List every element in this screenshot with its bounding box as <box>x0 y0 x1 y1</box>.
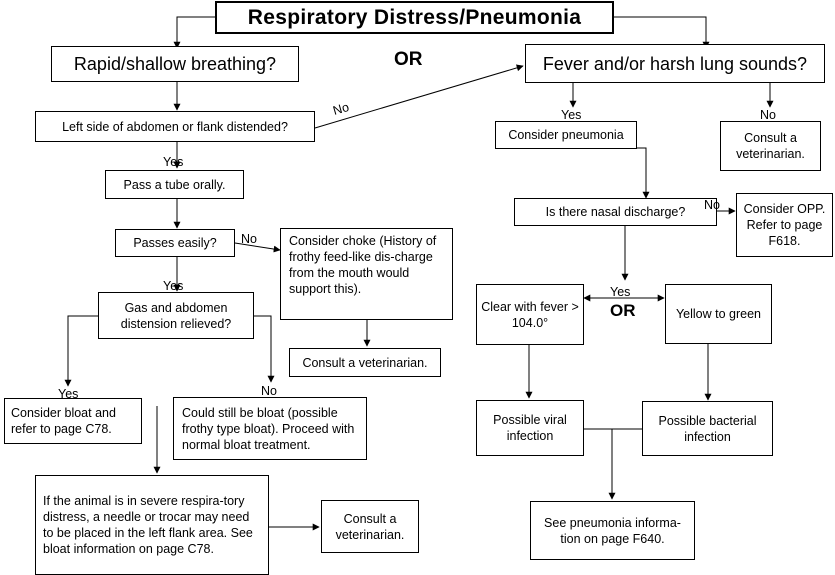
possible-bacterial-infection-box: Possible bacterial infection <box>642 401 773 456</box>
yellow-green-discharge-box: Yellow to green <box>665 284 772 344</box>
clear-discharge-box: Clear with fever > 104.0° <box>476 284 584 345</box>
abdomen-distended-question-box: Left side of abdomen or flank distended? <box>35 111 315 142</box>
no-label-relieved: No <box>261 384 277 398</box>
pneumonia-info-box: See pneumonia informa-tion on page F640. <box>530 501 695 560</box>
possible-viral-infection-box: Possible viral infection <box>476 400 584 456</box>
consult-veterinarian-box-choke: Consult a veterinarian. <box>289 348 441 377</box>
no-label-passes: No <box>241 232 257 246</box>
nasal-discharge-question-box: Is there nasal discharge? <box>514 198 717 226</box>
or-label-top: OR <box>394 49 423 70</box>
consult-veterinarian-box-trocar: Consult a veterinarian. <box>321 500 419 553</box>
severe-distress-trocar-box: If the animal is in severe respira-tory … <box>35 475 269 575</box>
or-label-discharge: OR <box>610 301 636 320</box>
consider-opp-box: Consider OPP. Refer to page F618. <box>736 193 833 257</box>
breathing-question-box: Rapid/shallow breathing? <box>51 46 299 82</box>
yes-label-relieved: Yes <box>58 387 79 401</box>
yes-label-fever: Yes <box>561 108 582 122</box>
passes-easily-question-box: Passes easily? <box>115 229 235 257</box>
consult-veterinarian-box-no-fever: Consult a veterinarian. <box>720 121 821 171</box>
yes-label-abdomen: Yes <box>163 155 184 169</box>
yes-label-passes: Yes <box>163 279 184 293</box>
no-label-fever: No <box>760 108 776 122</box>
consider-bloat-box: Consider bloat and refer to page C78. <box>4 398 142 444</box>
flowchart-title: Respiratory Distress/Pneumonia <box>215 1 614 34</box>
consider-pneumonia-box: Consider pneumonia <box>495 121 637 149</box>
possible-frothy-bloat-box: Could still be bloat (possible frothy ty… <box>173 397 367 460</box>
consider-choke-box: Consider choke (History of frothy feed-l… <box>280 228 453 320</box>
fever-lung-sounds-question-box: Fever and/or harsh lung sounds? <box>525 44 825 83</box>
no-label-nasal: No <box>704 198 720 212</box>
yes-label-nasal: Yes <box>610 285 631 299</box>
pass-tube-box: Pass a tube orally. <box>105 170 244 199</box>
gas-relieved-question-box: Gas and abdomen distension relieved? <box>98 292 254 339</box>
